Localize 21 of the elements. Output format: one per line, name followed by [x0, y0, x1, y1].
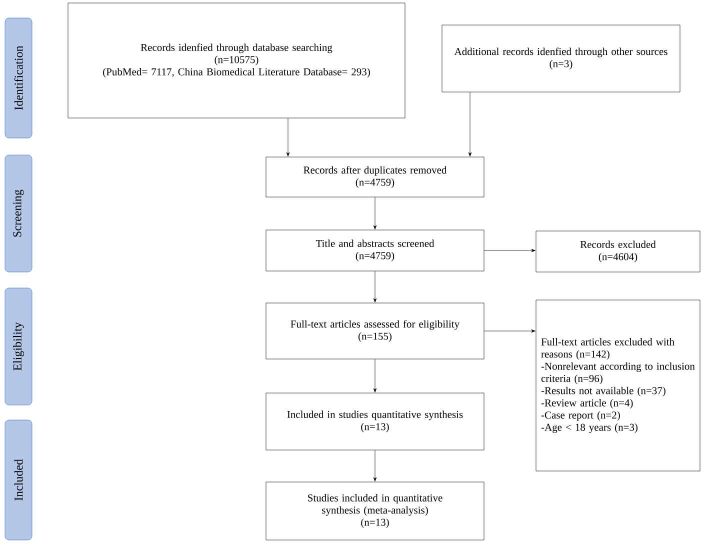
stage-label: Included — [4, 420, 32, 540]
arrow — [286, 118, 290, 156]
arrow — [373, 450, 377, 482]
process-box: Studies included in quantitative synthesis (meta-analysis) (n=13) — [266, 482, 484, 540]
arrow — [468, 92, 472, 156]
process-box: Full-text articles assessed for eligibility (n=155) — [266, 302, 484, 360]
process-box: Records after duplicates removed (n=4759) — [266, 156, 484, 198]
arrow — [373, 359, 377, 392]
process-box: Title and abstracts screened (n=4759) — [266, 230, 484, 272]
stage-label: Screening — [4, 154, 32, 272]
stage-label: Eligibility — [4, 288, 32, 406]
process-box: Included in studies quantitative synthesis (n=13) — [266, 392, 484, 450]
process-box: Additional records idenfied through other sources (n=3) — [442, 24, 680, 92]
process-box: Records excluded (n=4604) — [536, 230, 700, 272]
arrow — [373, 271, 377, 302]
process-box: Records idenfied through database searching (n=10575) (PubMed= 7117, China Biomedical Literature Database= 293) — [68, 2, 406, 118]
arrow — [484, 329, 536, 333]
process-box: Full-text articles excluded with reasons (n=142) -Nonrelevant according to inclusion criteria (n=96) -Results not available (n=37) -Review article (n=4) -Case report (n=2) -Age < 18 years (n=3) — [536, 300, 700, 472]
arrow — [373, 197, 377, 230]
stage-label: Identification — [4, 18, 32, 138]
arrow — [484, 248, 536, 252]
